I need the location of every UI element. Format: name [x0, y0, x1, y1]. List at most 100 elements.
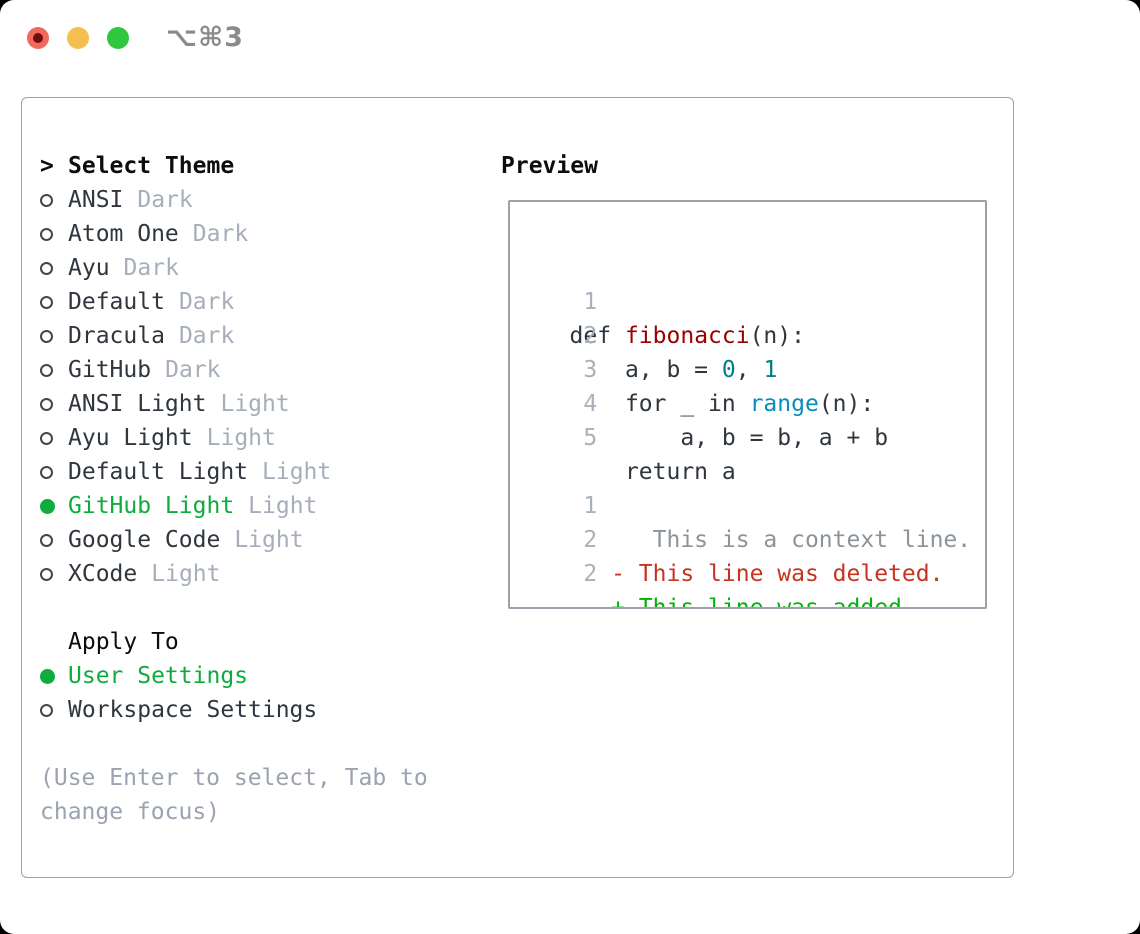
line-number: 1: [583, 289, 598, 315]
option-name: Dracula: [68, 323, 165, 349]
theme-option-ansi[interactable]: ANSI Dark: [40, 183, 490, 217]
theme-option-default-light[interactable]: Default Light Light: [40, 455, 490, 489]
option-variant: Dark: [192, 221, 249, 247]
code-token-deleted: - This line was deleted.: [555, 561, 944, 587]
code-line: 2 a, b = 0, 1: [528, 285, 985, 383]
theme-option-xcode[interactable]: XCode Light: [40, 557, 490, 591]
radio-icon: [40, 227, 53, 241]
code-token-plain: return a: [555, 459, 736, 485]
radio-icon: [40, 465, 53, 479]
code-line: 4 a, b = b, a + b: [528, 353, 985, 451]
code-line: 1 def fibonacci(n):: [528, 251, 985, 349]
section-gap: [40, 591, 490, 625]
code-token-plain: for _ in: [555, 391, 750, 417]
radio-icon: [40, 261, 53, 275]
apply-option-user-settings[interactable]: User Settings: [40, 659, 490, 693]
preview-pane: 1 def fibonacci(n): 2 a, b = 0, 1 3 for …: [508, 200, 987, 609]
apply-option-workspace-settings[interactable]: Workspace Settings: [40, 693, 490, 727]
code-token-added: + This line was added.: [555, 595, 916, 609]
option-name: GitHub: [68, 357, 152, 383]
option-variant: Light: [234, 527, 304, 553]
line-number: 2: [583, 323, 598, 349]
radio-icon: [40, 703, 53, 717]
option-variant: Dark: [137, 187, 193, 213]
option-name: ANSI Light: [68, 391, 207, 417]
line-number: 3: [583, 357, 598, 383]
option-variant: Light: [248, 493, 318, 519]
option-name: XCode: [68, 561, 138, 587]
minimize-button[interactable]: [67, 27, 89, 49]
theme-option-atom-one[interactable]: Atom One Dark: [40, 217, 490, 251]
radio-icon: [40, 295, 53, 309]
code-token-number: 1: [763, 357, 778, 383]
code-line: 2 + This line was added.: [528, 523, 985, 607]
line-number: 2: [583, 527, 598, 553]
option-variant: Light: [151, 561, 221, 587]
select-theme-header: > Select Theme: [40, 149, 490, 183]
option-variant: Light: [220, 391, 290, 417]
option-name: Ayu Light: [68, 425, 193, 451]
code-line: 5 return a: [528, 387, 985, 485]
option-variant: Dark: [123, 255, 179, 281]
theme-option-dracula[interactable]: Dracula Dark: [40, 319, 490, 353]
theme-option-default[interactable]: Default Dark: [40, 285, 490, 319]
option-name: ANSI: [68, 187, 124, 213]
option-variant: Dark: [178, 289, 235, 315]
code-token-function: fibonacci: [624, 323, 750, 349]
line-number: 4: [583, 391, 598, 417]
window-title: ⌥⌘3: [166, 22, 244, 53]
code-token-context: This is a context line.: [555, 527, 972, 553]
option-name: User Settings: [68, 663, 249, 689]
keyboard-hint: (Use Enter to select, Tab to change focu…: [40, 765, 428, 825]
theme-option-ayu[interactable]: Ayu Dark: [40, 251, 490, 285]
option-name: Ayu: [68, 255, 110, 281]
radio-icon: [40, 193, 53, 207]
option-variant: Dark: [178, 323, 235, 349]
option-variant: Dark: [165, 357, 221, 383]
code-token-number: 0: [721, 357, 736, 383]
apply-to-header: Apply To: [40, 625, 490, 659]
code-token-plain: (n):: [749, 323, 805, 349]
line-number: 1: [583, 493, 598, 519]
option-variant: Light: [262, 459, 332, 485]
code-line: 1 This is a context line.: [528, 455, 985, 553]
theme-option-google-code[interactable]: Google Code Light: [40, 523, 490, 557]
radio-icon: [40, 397, 53, 411]
focus-caret-icon: >: [40, 153, 54, 179]
line-number: 5: [583, 425, 598, 451]
code-token-plain: a, b = b, a + b: [555, 425, 889, 451]
code-line: 2 - This line was deleted.: [528, 489, 985, 587]
apply-to-label: Apply To: [68, 629, 179, 655]
preview-title: Preview: [501, 153, 598, 179]
line-number: 2: [583, 561, 598, 587]
option-variant: Light: [206, 425, 276, 451]
radio-icon: [40, 533, 53, 547]
option-name: Default Light: [68, 459, 249, 485]
radio-icon: [40, 498, 55, 514]
option-name: Google Code: [68, 527, 221, 553]
option-name: Atom One: [68, 221, 179, 247]
close-button[interactable]: [27, 27, 49, 49]
radio-icon: [40, 668, 55, 684]
code-token-plain: (n):: [818, 391, 875, 417]
zoom-button[interactable]: [107, 27, 129, 49]
option-name: GitHub Light: [68, 493, 235, 519]
code-token-plain: a, b =: [555, 357, 722, 383]
option-name: Workspace Settings: [68, 697, 318, 723]
theme-option-github[interactable]: GitHub Dark: [40, 353, 490, 387]
radio-icon: [40, 567, 53, 581]
code-token-builtin: range: [749, 391, 819, 417]
theme-option-github-light[interactable]: GitHub Light Light: [40, 489, 490, 523]
code-line: 3 for _ in range(n):: [528, 319, 985, 417]
theme-option-ayu-light[interactable]: Ayu Light Light: [40, 421, 490, 455]
close-dot-icon: [33, 33, 43, 43]
titlebar: ⌥⌘3: [0, 0, 1140, 97]
theme-option-ansi-light[interactable]: ANSI Light Light: [40, 387, 490, 421]
code-token-plain: ,: [735, 357, 764, 383]
option-name: Default: [68, 289, 165, 315]
select-theme-label: Select Theme: [68, 153, 235, 179]
